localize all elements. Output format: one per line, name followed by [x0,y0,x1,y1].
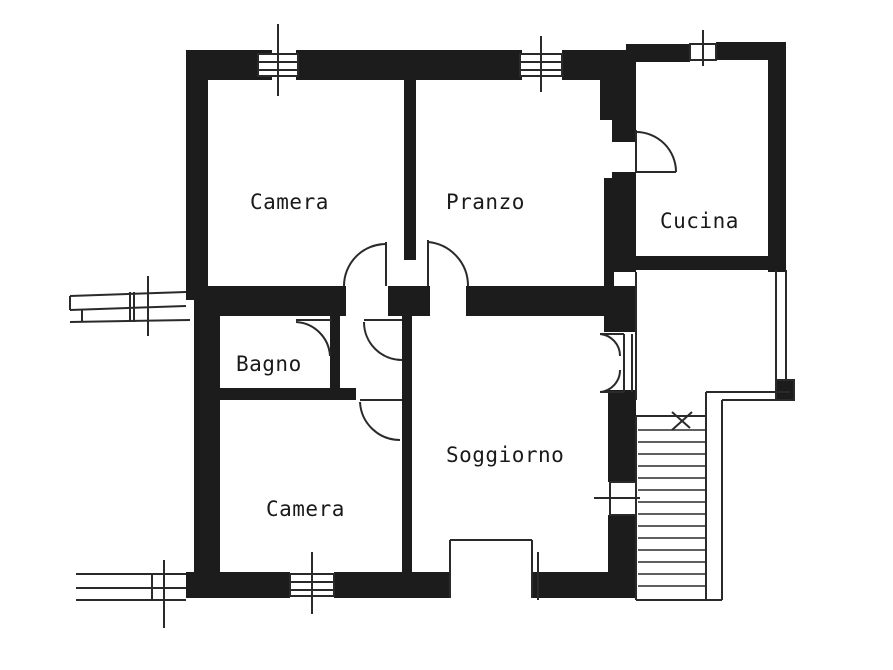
left-balconies [69,276,191,628]
door-swings [295,130,677,442]
interior-walls [200,80,784,574]
exterior-walls [186,42,786,598]
french-door [449,539,539,600]
windows [257,24,717,614]
annex-outline [635,270,795,601]
room-label-bagno: Bagno [236,352,302,376]
room-label-cucina: Cucina [660,209,739,233]
room-label-camera-top: Camera [250,190,329,214]
room-label-pranzo: Pranzo [446,190,525,214]
room-label-camera-bottom: Camera [266,497,345,521]
stair-treads [638,429,706,587]
room-label-soggiorno: Soggiorno [446,443,565,467]
